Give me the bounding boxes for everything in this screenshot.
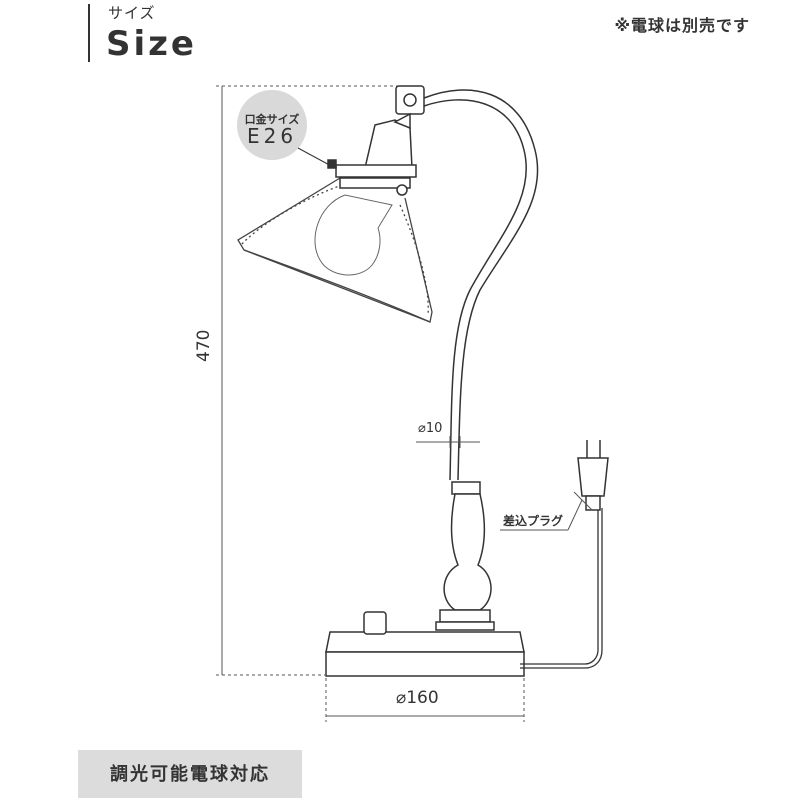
bulb-outline — [314, 194, 393, 276]
base-diameter-dimension — [325, 678, 525, 722]
plug-label: 差込プラグ — [503, 514, 564, 528]
pipe-diameter-label: ⌀10 — [418, 421, 443, 436]
arm-joint — [393, 85, 425, 130]
bulb-sold-separately-note: ※電球は別売です — [614, 16, 750, 35]
pipe-diameter-dimension — [416, 436, 480, 448]
dimmable-badge-label: 調光可能電球対応 — [110, 764, 270, 785]
socket-size-value: E26 — [246, 124, 298, 148]
plug-leader-line — [573, 491, 593, 511]
lamp-column — [435, 481, 495, 631]
dimmable-badge — [78, 750, 302, 798]
base-diameter-label: ⌀160 — [396, 688, 439, 708]
socket-size-badge — [237, 90, 307, 160]
title-accent-bar — [88, 4, 90, 62]
height-dimension-label: 470 — [194, 329, 214, 362]
lamp-arm — [423, 89, 539, 481]
power-plug — [577, 440, 609, 511]
socket — [327, 119, 417, 196]
height-dimension — [216, 85, 400, 676]
power-cord — [520, 508, 603, 669]
title-japanese: サイズ — [108, 4, 156, 22]
glass-shade — [237, 177, 433, 323]
socket-size-label: 口金サイズ — [244, 113, 300, 126]
lamp-base — [325, 611, 525, 677]
page-title: Size — [106, 24, 197, 64]
